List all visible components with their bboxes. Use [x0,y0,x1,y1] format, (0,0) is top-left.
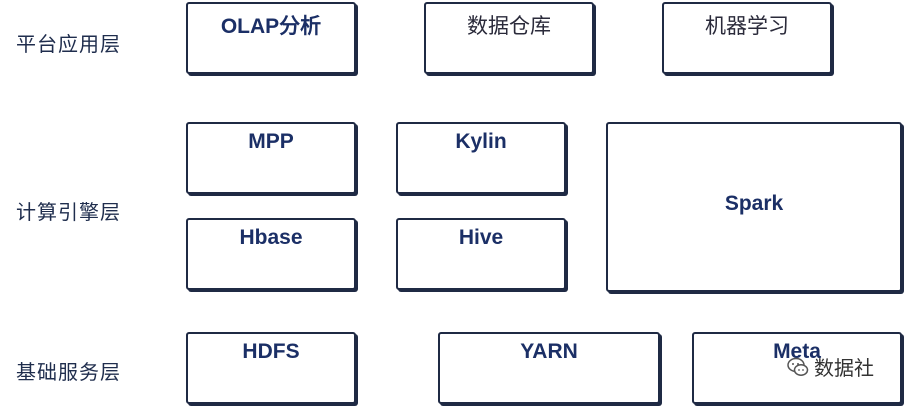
box-hdfs-label: HDFS [242,340,300,363]
box-hbase-label: Hbase [239,226,303,249]
box-meta-label: Meta [773,340,821,363]
box-hive-label: Hive [458,226,504,249]
box-mpp-label: MPP [248,130,294,153]
watermark-text: 数据社 [814,356,874,380]
layer-label-foundation: 基础服务层 [16,360,121,384]
box-machine-learning-label: 机器学习 [705,14,789,38]
box-data-warehouse-label: 数据仓库 [467,14,551,38]
box-mpp: MPP [186,122,356,194]
box-data-warehouse: 数据仓库 [424,2,594,74]
wechat-icon [787,357,809,376]
box-meta: Meta [692,332,902,404]
box-olap: OLAP分析 [186,2,356,74]
box-spark: Spark [606,122,902,292]
layer-label-compute: 计算引擎层 [16,200,121,224]
box-olap-label: OLAP分析 [220,15,322,38]
box-machine-learning: 机器学习 [662,2,832,74]
box-kylin: Kylin [396,122,566,194]
box-hive: Hive [396,218,566,290]
box-yarn: YARN [438,332,660,404]
box-hbase: Hbase [186,218,356,290]
box-yarn-label: YARN [520,340,578,363]
layer-label-platform: 平台应用层 [16,32,121,56]
box-hdfs: HDFS [186,332,356,404]
watermark: 数据社 [786,352,874,381]
box-kylin-label: Kylin [455,130,507,153]
box-spark-label: Spark [724,192,784,215]
